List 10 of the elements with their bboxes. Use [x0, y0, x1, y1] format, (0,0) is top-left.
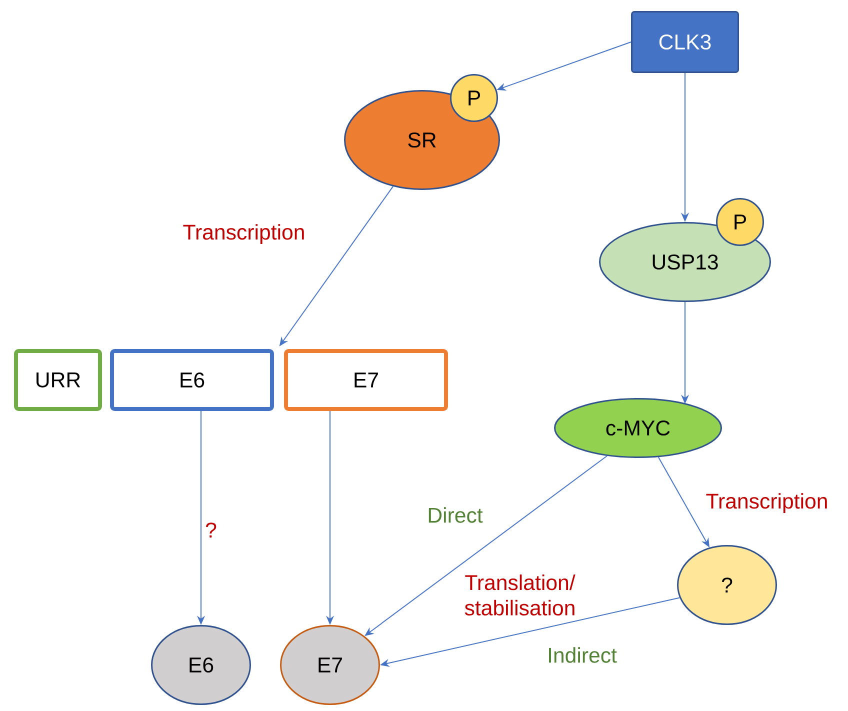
- edge-label: Transcription: [181, 222, 307, 246]
- edge-label: ?: [204, 521, 218, 539]
- edge-label: Indirect: [546, 646, 618, 664]
- gene-region-box: URR: [14, 349, 102, 411]
- annotation-text: Translation/ stabilisation: [464, 574, 576, 616]
- edge-label: Transcription: [704, 492, 830, 514]
- process-box: CLK3: [631, 11, 739, 73]
- gene-region-box: E6: [110, 349, 274, 411]
- edge-label: Direct: [426, 506, 484, 524]
- gene-region-box: E7: [284, 349, 448, 411]
